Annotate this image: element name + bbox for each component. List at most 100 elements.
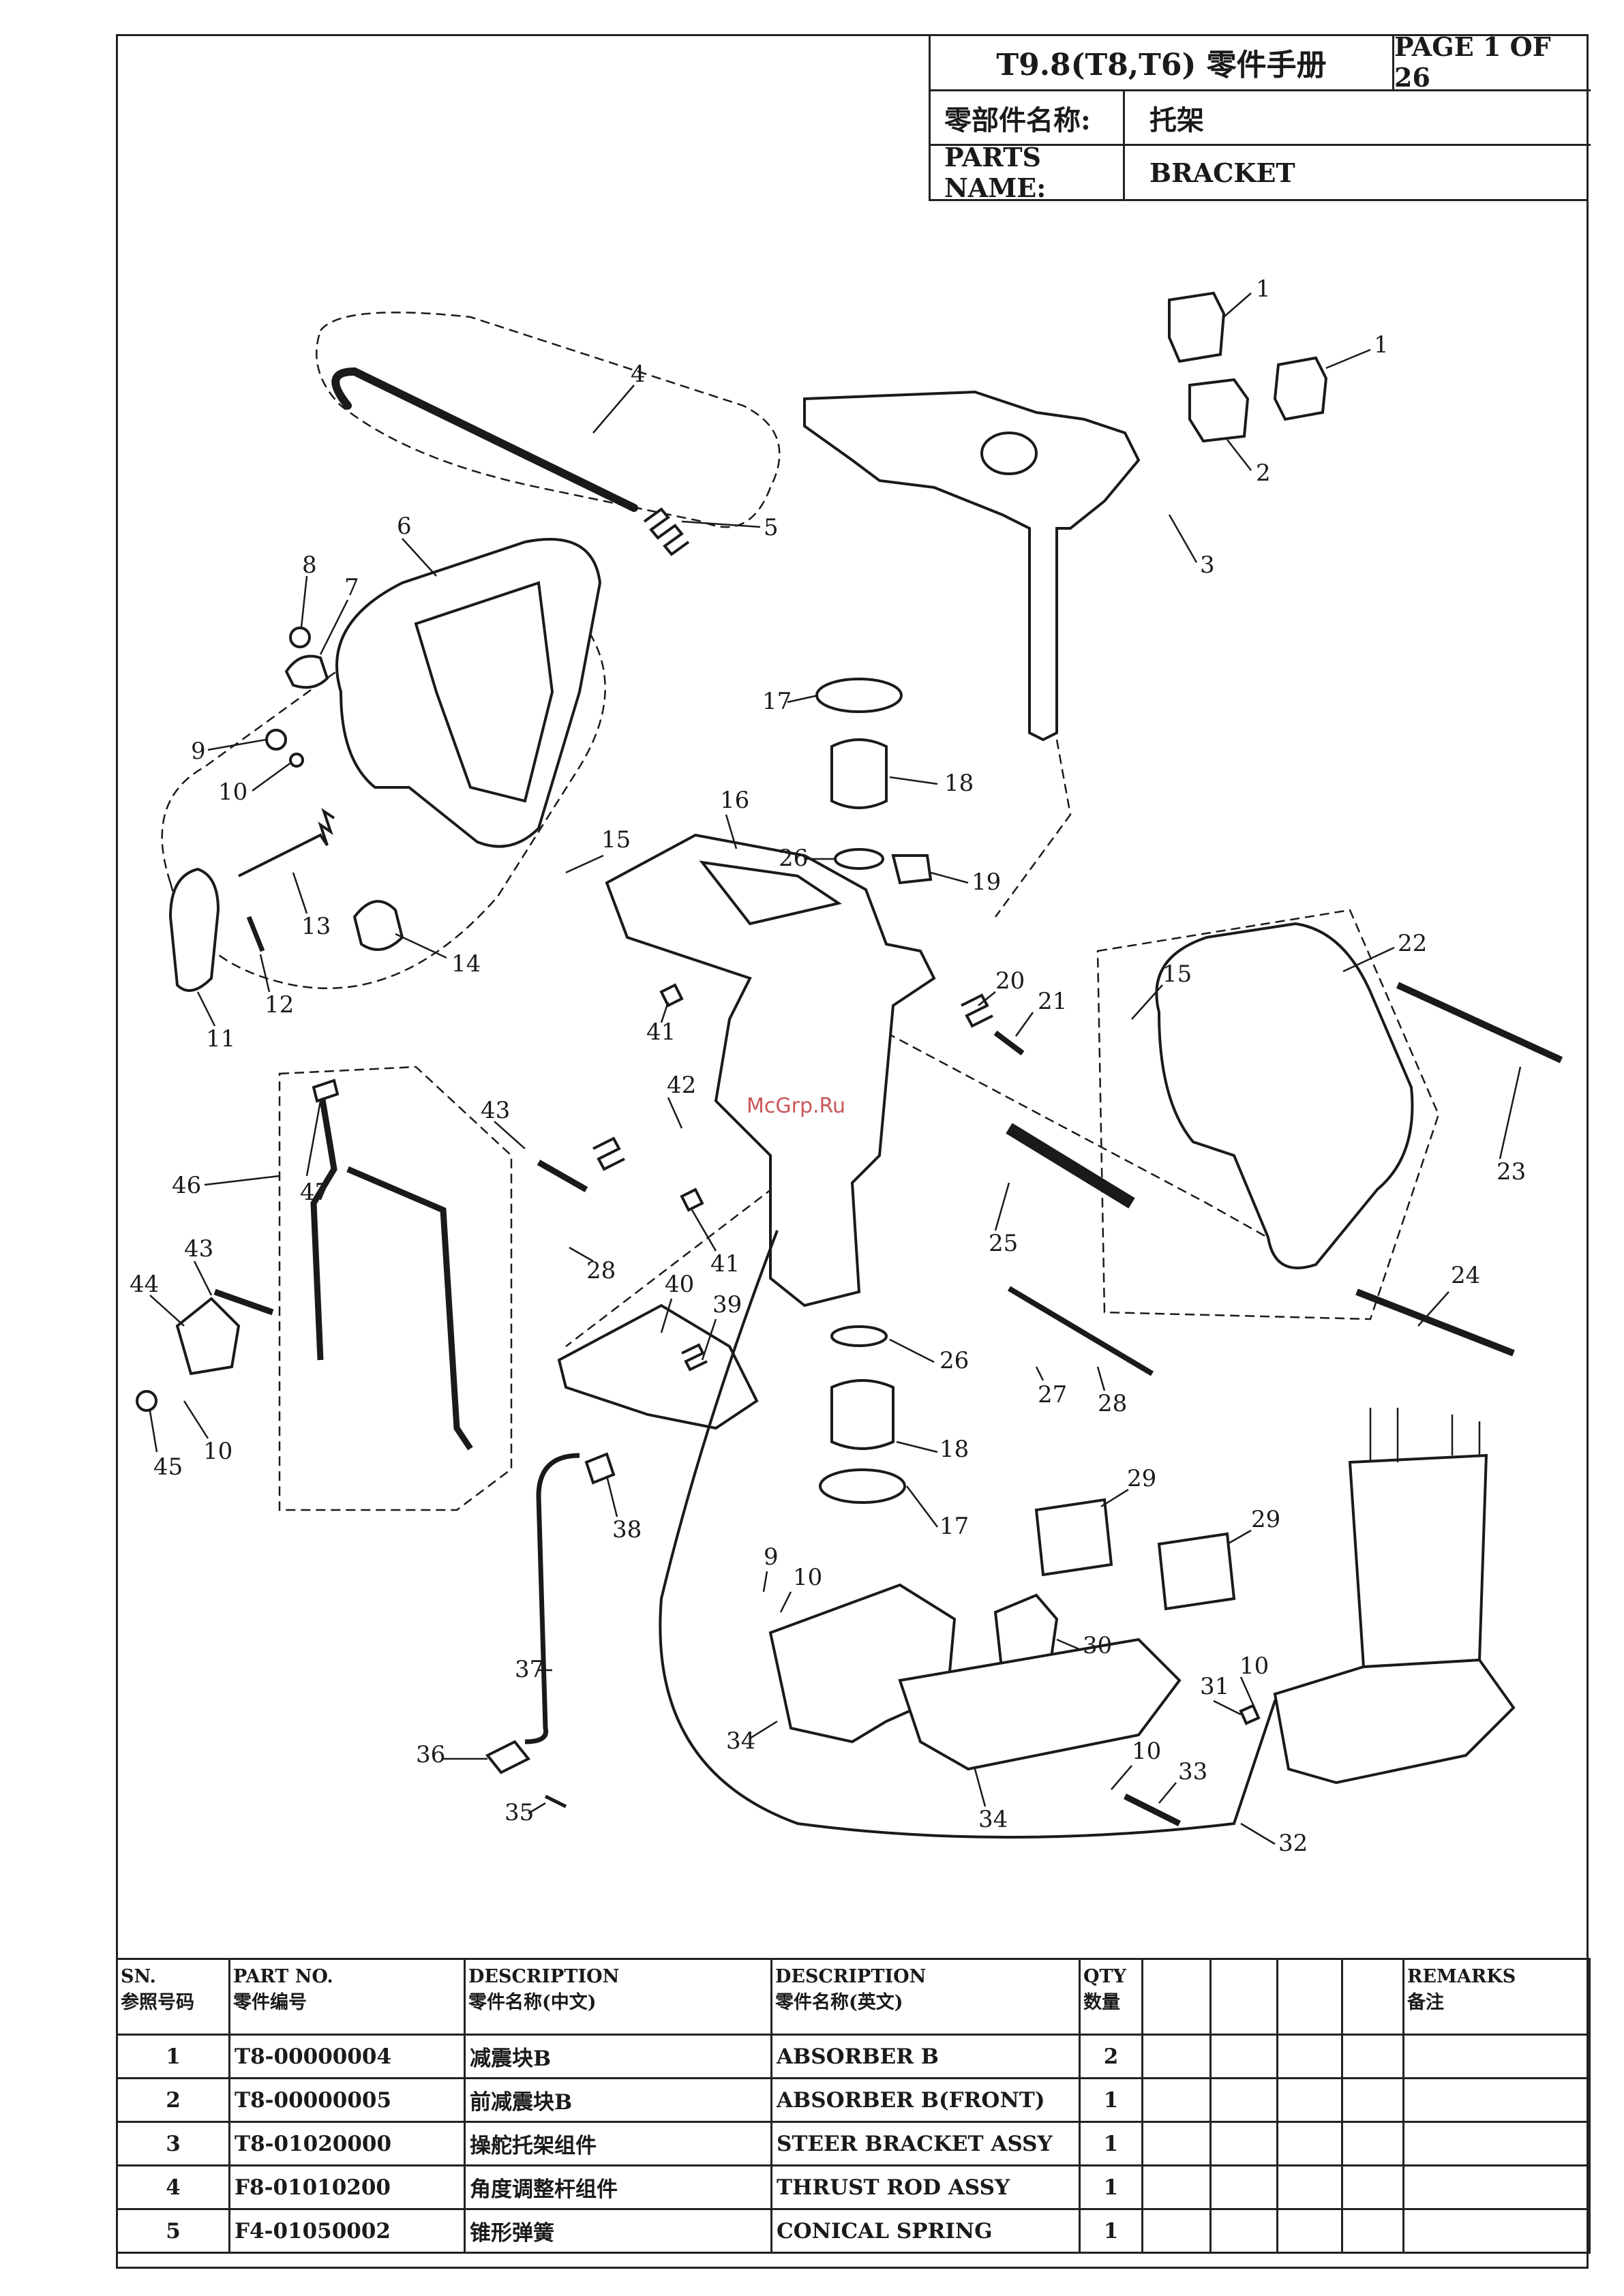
table-row: 5 F4-01050002 锥形弹簧 CONICAL SPRING 1	[116, 2208, 1591, 2254]
cell-qty: 2	[1079, 2034, 1143, 2079]
thrust-rod	[331, 367, 638, 512]
cell-blank	[1141, 2034, 1212, 2079]
callout: 41	[710, 1250, 740, 1278]
cell-blank	[1276, 2034, 1343, 2079]
callout: 19	[972, 868, 1001, 896]
swivel-bracket	[605, 833, 936, 1308]
callout: 22	[1398, 930, 1427, 957]
callout: 40	[665, 1271, 694, 1298]
steer-bracket-bore	[980, 432, 1038, 475]
table-row: 2 T8-00000005 前减震块B ABSORBER B(FRONT) 1	[116, 2077, 1591, 2123]
callout: 17	[762, 688, 792, 715]
ground-wire-32	[659, 1230, 1310, 1839]
callout: 26	[779, 845, 808, 872]
bolt-33	[1123, 1793, 1182, 1827]
bushing-19	[891, 854, 933, 885]
cell-blank	[1341, 2121, 1404, 2166]
cell-blank	[1341, 2208, 1404, 2254]
callout: 1	[1256, 275, 1271, 303]
leader-cable-route	[565, 1168, 798, 1347]
callout: 1	[1374, 331, 1389, 359]
cell-qty: 1	[1079, 2121, 1143, 2166]
callout: 8	[302, 552, 317, 579]
callout: 10	[203, 1438, 232, 1465]
drawing-frame	[116, 34, 1589, 2269]
bolt-23	[1396, 982, 1563, 1063]
part-name-label-en: PARTS NAME:	[931, 142, 1125, 203]
washer-10a	[289, 753, 304, 768]
tube-25	[1006, 1123, 1135, 1209]
callout: 7	[344, 574, 359, 601]
cell-blank	[1276, 2077, 1343, 2123]
callout: 34	[978, 1806, 1008, 1833]
cell-part-no: T8-00000005	[228, 2077, 466, 2123]
cell-desc-cn: 前减震块B	[464, 2077, 772, 2123]
group-outline-tilt-lever	[278, 1066, 513, 1511]
cell-sn: 2	[116, 2077, 230, 2123]
callout: 29	[1127, 1465, 1156, 1492]
table-row: 1 T8-00000004 减震块B ABSORBER B 2	[116, 2034, 1591, 2079]
cell-blank	[1141, 2164, 1212, 2210]
header-sn: SN.参照号码	[116, 1958, 230, 2036]
header-blank	[1276, 1958, 1343, 2036]
cell-remarks	[1402, 2034, 1591, 2079]
callout: 32	[1278, 1830, 1308, 1857]
absorber-29a	[1034, 1498, 1113, 1577]
mount-34b	[898, 1637, 1182, 1771]
nut-31	[1239, 1704, 1261, 1725]
callout: 11	[206, 1025, 235, 1053]
callout: 43	[481, 1097, 510, 1124]
lower-unit-housing	[1273, 1658, 1516, 1785]
header-blank	[1341, 1958, 1404, 2036]
pin-12	[246, 916, 265, 952]
callout: 34	[726, 1727, 755, 1755]
absorber-29b	[1157, 1532, 1236, 1611]
cell-qty: 1	[1079, 2208, 1143, 2254]
exploded-diagram: 1 1 2 3 4 5 6 7 8 9 10 11 12 13 14 15 16…	[130, 275, 1563, 1857]
cable-clamp-36	[485, 1740, 531, 1774]
cell-blank	[1341, 2164, 1404, 2210]
cell-desc-en: THRUST ROD ASSY	[770, 2164, 1081, 2210]
table-row: 4 F8-01010200 角度调整杆组件 THRUST ROD ASSY 1	[116, 2164, 1591, 2210]
callout: 15	[601, 826, 631, 854]
part-name-en: BRACKET	[1149, 157, 1295, 188]
manual-title: T9.8(T8,T6) 零件手册	[931, 34, 1394, 91]
cell-qty: 1	[1079, 2164, 1143, 2210]
callout: 46	[172, 1172, 201, 1199]
cell-blank	[1276, 2208, 1343, 2254]
cell-desc-en: STEER BRACKET ASSY	[770, 2121, 1081, 2166]
table-row: 3 T8-01020000 操舵托架组件 STEER BRACKET ASSY …	[116, 2121, 1591, 2166]
callout: 30	[1083, 1632, 1112, 1659]
callout: 23	[1497, 1158, 1526, 1185]
cell-blank	[1141, 2121, 1212, 2166]
nut-8	[289, 626, 311, 648]
cell-remarks	[1402, 2208, 1591, 2254]
cell-desc-cn: 减震块B	[464, 2034, 772, 2079]
callout: 44	[130, 1271, 159, 1298]
cell-blank	[1209, 2121, 1278, 2166]
callout: 42	[667, 1072, 696, 1099]
watermark-text: McGrp.Ru	[747, 1094, 846, 1118]
cell-part-no: F4-01050002	[228, 2208, 466, 2254]
callout: 3	[1200, 552, 1215, 579]
leader-steer-shaft	[994, 739, 1072, 918]
cell-blank	[1209, 2034, 1278, 2079]
cell-sn: 1	[116, 2034, 230, 2079]
callout: 10	[1239, 1652, 1269, 1680]
nut-9	[265, 729, 287, 751]
right-clamp-bracket	[1155, 922, 1414, 1269]
part-name-cn: 托架	[1125, 91, 1591, 146]
callout: 25	[989, 1230, 1018, 1257]
callout: 41	[646, 1018, 676, 1046]
cell-blank	[1341, 2077, 1404, 2123]
tilt-handle-11	[168, 867, 220, 992]
spring-42	[592, 1136, 625, 1171]
pin-43b	[213, 1288, 274, 1316]
cell-desc-en: CONICAL SPRING	[770, 2208, 1081, 2254]
callout: 9	[191, 738, 206, 765]
cell-remarks	[1402, 2164, 1591, 2210]
callout: 9	[764, 1543, 779, 1571]
pin-47	[312, 1078, 340, 1103]
